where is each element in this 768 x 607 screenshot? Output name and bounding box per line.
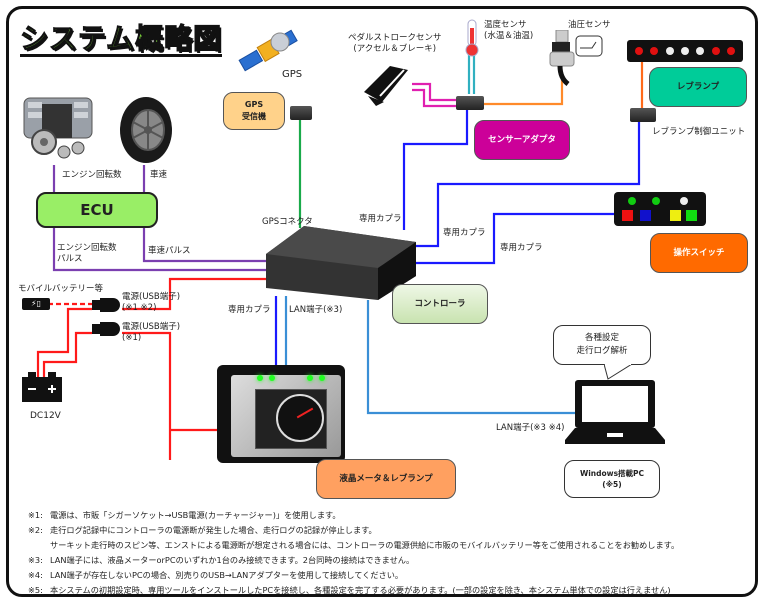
switch-button-yellow [670, 210, 681, 221]
mobile-battery-label: モバイルバッテリー等 [18, 284, 104, 294]
vehicle-speed-label: 車速 [150, 170, 168, 180]
wire-rpm-pulse [52, 228, 268, 272]
engine-rpm-pulse-label: エンジン回転数パルス [57, 243, 117, 265]
wire-batt-1 [36, 307, 92, 380]
usb-power-label-1: 電源(USB端子)(※1 ※2) [122, 292, 181, 314]
page-title: システム概略図 [19, 23, 223, 58]
engine-rpm-label: エンジン回転数 [62, 170, 122, 180]
bubble-tail [604, 364, 633, 380]
wire-pedal-a [412, 82, 456, 102]
switch-led-green [652, 197, 660, 205]
wire-pedal-b [412, 88, 456, 108]
diagram-frame [6, 6, 758, 597]
wire-batt-2 [42, 331, 92, 380]
rev-led-white [680, 47, 689, 55]
rev-led-red [634, 47, 643, 55]
ecu-box: ECU [36, 192, 158, 228]
coupler-label-switch: 専用カプラ [500, 243, 543, 253]
satellite-icon [238, 29, 298, 72]
rev-led-white [665, 47, 674, 55]
note-3: ※3:LAN端子には、液晶メーターorPCのいずれか1台のみ接続できます。2台同… [28, 555, 415, 565]
laptop-icon [565, 380, 665, 444]
gps-connector-block [290, 106, 312, 120]
switch-button-red [622, 210, 633, 221]
usb-plug-icon [92, 298, 122, 312]
rev-lamp-unit-block [630, 108, 656, 122]
rev-led-red [650, 47, 659, 55]
wire-usb-1 [122, 277, 268, 311]
lcd-meter-device [217, 365, 345, 463]
pedal-sensor-label: ペダルストロークセンサ(アクセル＆ブレーキ) [348, 33, 442, 55]
rev-led-red [711, 47, 720, 55]
coupler-label-meter: 専用カプラ [228, 305, 271, 315]
switch-button-blue [640, 210, 651, 221]
wire-revlamp-unit [408, 122, 641, 248]
switch-led-green [628, 197, 636, 205]
wire-oil [484, 80, 564, 106]
lan-label-meter: LAN端子(※3) [289, 305, 343, 315]
coupler-label-revlamp: 専用カプラ [443, 228, 486, 238]
sensor-adapter-block [456, 96, 484, 110]
lan-label-pc: LAN端子(※3 ※4) [496, 423, 565, 433]
engine-icon [23, 97, 93, 159]
pc-speech-bubble: 各種設定走行ログ解析 [553, 325, 651, 365]
controller-box: コントローラ [392, 284, 488, 324]
speed-pulse-label: 車速パルス [148, 246, 191, 256]
controller-device [266, 226, 416, 300]
wire-usb-2 [122, 331, 172, 460]
note-5: ※5:本システムの初期設定時、専用ツールをインストールしたPCを接続し、各種設定… [28, 585, 671, 595]
switch-panel [614, 192, 706, 226]
note-2: ※2:走行ログ記録中にコントローラの電源断が発生した場合、走行ログの記録が停止し… [28, 525, 377, 535]
switch-button-green [686, 210, 697, 221]
pc-box: Windows搭載PC(※5) [564, 460, 660, 498]
wire-sensor-adapter [402, 110, 469, 230]
oil-pressure-sensor-icon [549, 30, 603, 86]
note-1: ※1:電源は、市販「シガーソケット→USB電源(カーチャージャー)」を使用します… [28, 510, 341, 520]
usb-plug-icon [92, 322, 122, 336]
usb-power-label-2: 電源(USB端子)(※1) [122, 322, 181, 344]
coupler-label-sensor: 専用カプラ [359, 214, 402, 224]
tire-icon [120, 97, 172, 163]
note-4: ※4:LAN端子が存在しないPCの場合、別売りのUSB→LANアダプターを使用し… [28, 570, 404, 580]
rev-lamp-unit-label: レブランプ制御ユニット [652, 127, 746, 137]
temp-sensor-label: 温度センサ(水温＆油温) [484, 20, 534, 42]
car-battery-icon [22, 372, 62, 402]
rev-led-red [727, 47, 736, 55]
thermometer-icon [465, 19, 479, 57]
oil-sensor-label: 油圧センサ [568, 20, 611, 30]
rev-lamp-box: レブランプ [649, 67, 747, 107]
gps-label: GPS [282, 69, 303, 80]
rev-lamp-bar [627, 40, 743, 62]
rev-led-white [696, 47, 705, 55]
wire-switch [408, 212, 614, 265]
pedal-icon [364, 66, 408, 106]
wire-lan-pc [366, 300, 580, 415]
sensor-adapter-box: センサーアダプタ [474, 120, 570, 160]
gps-connector-label: GPSコネクタ [262, 217, 313, 227]
dc12v-label: DC12V [30, 411, 61, 421]
wire-speed-pulse [142, 228, 268, 263]
meter-box: 液晶メータ＆レブランプ [316, 459, 456, 499]
note-2-cont: サーキット走行時のスピン等、エンストによる電源断が想定される場合には、コントロー… [50, 540, 680, 550]
switch-box: 操作スイッチ [650, 233, 748, 273]
switch-led-white [680, 197, 688, 205]
mobile-battery-icon: ⚡▯ [22, 298, 50, 310]
